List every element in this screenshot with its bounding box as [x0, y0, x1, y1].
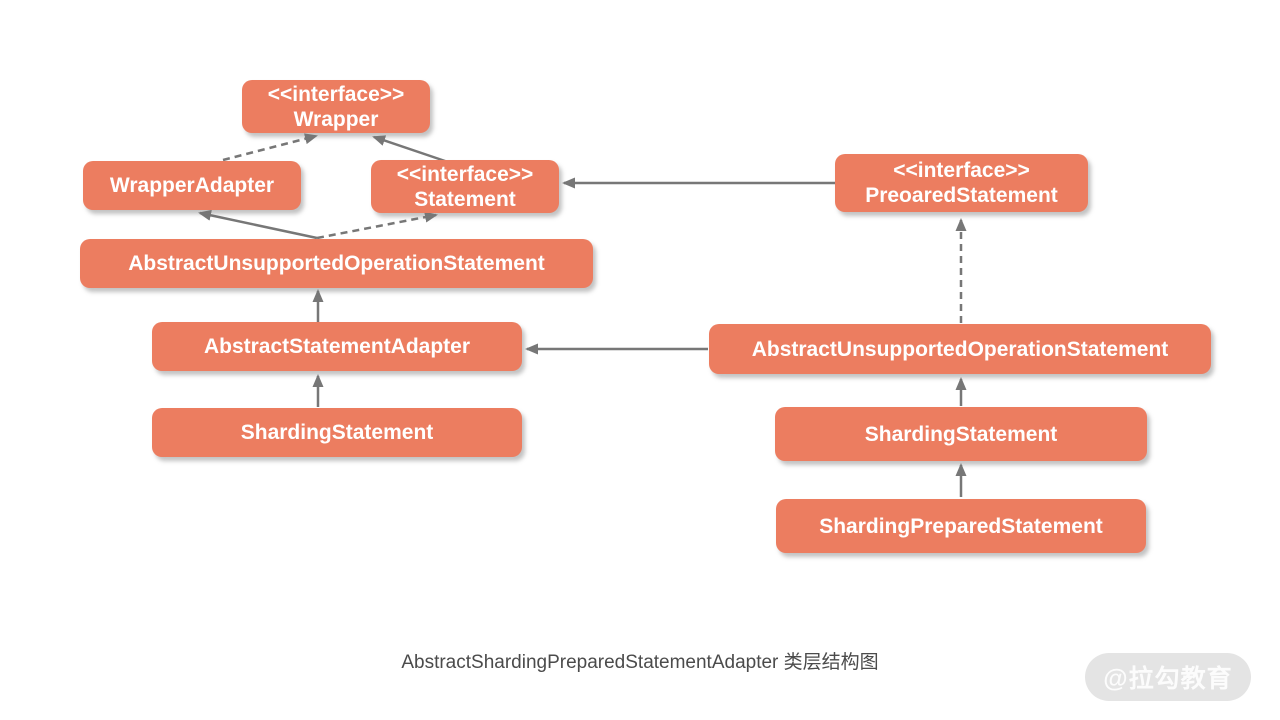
watermark-text: @拉勾教育 [1103, 665, 1233, 693]
diagram-caption: AbstractShardingPreparedStatementAdapter… [401, 652, 879, 673]
edge-wrapperadapter-to-wrapper [222, 133, 318, 162]
class-name-label: AbstractUnsupportedOperationStatement [128, 252, 545, 275]
edge-absunsupported-left-to-statement [316, 211, 438, 240]
class-node-sharding-statement-left: ShardingStatement [152, 408, 522, 457]
class-node-statement-interface: <<interface>> Statement [371, 160, 559, 213]
class-name-label: WrapperAdapter [109, 174, 275, 197]
class-name-label: ShardingPreparedStatement [819, 514, 1103, 538]
class-node-abstract-unsupported-operation-statement-right: AbstractUnsupportedOperationStatement [709, 324, 1211, 374]
stereotype-label: <<interface>> [267, 82, 405, 106]
class-name-label: Statement [414, 187, 516, 211]
edge-absunsupported-left-to-wrapperadapter [198, 209, 318, 240]
class-node-abstract-statement-adapter: AbstractStatementAdapter [152, 322, 522, 371]
class-node-sharding-statement-right: ShardingStatement [775, 407, 1147, 461]
class-name-label: AbstractUnsupportedOperationStatement [751, 337, 1169, 361]
class-name-label: Wrapper [293, 107, 379, 131]
class-node-abstract-unsupported-operation-statement-left: AbstractUnsupportedOperationStatement [80, 239, 593, 288]
stereotype-label: <<interface>> [893, 159, 1030, 182]
edge-statement-to-wrapper [372, 135, 449, 164]
class-name-label: AbstractStatementAdapter [203, 335, 471, 358]
class-name-label: ShardingStatement [240, 421, 434, 444]
watermark-badge: @拉勾教育 [1085, 653, 1251, 701]
class-name-label: ShardingStatement [864, 422, 1058, 446]
class-node-wrapper-interface: <<interface>> Wrapper [242, 80, 430, 133]
class-node-preoared-statement-interface: <<interface>> PreoaredStatement [835, 154, 1088, 212]
class-name-label: PreoaredStatement [865, 184, 1058, 207]
stereotype-label: <<interface>> [396, 162, 534, 186]
class-node-wrapper-adapter: WrapperAdapter [83, 161, 301, 210]
class-node-sharding-prepared-statement: ShardingPreparedStatement [776, 499, 1146, 553]
